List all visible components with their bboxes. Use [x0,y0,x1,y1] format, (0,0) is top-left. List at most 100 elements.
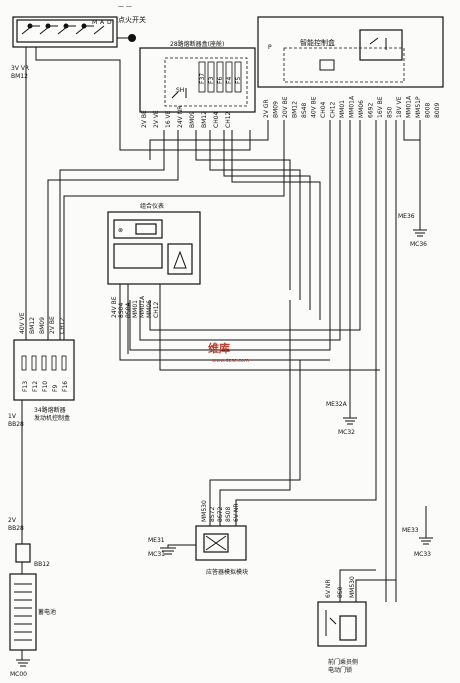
ground-mc33: ME33 MC33 [402,506,433,558]
fuse-28-code-5: BM12 [201,111,208,128]
fuse-28-pin-box-3 [225,61,233,93]
fuse-28-code-1: 2V VE [153,110,160,128]
ignition-wire-code: 3V VR [11,65,29,72]
smart-box-code-13: 8S0 [387,106,394,118]
fuse-34-code-0: 40V VE [19,312,26,334]
ground-mc32-wire: ME32A [326,401,348,408]
smart-box-code-4: 8S48 [301,103,308,118]
chip-icon [319,59,335,71]
ground-mc32: ME32A MC32 [326,360,357,436]
fuse-28-code-4: BM09 [189,111,196,128]
wiring [21,47,420,660]
airbag-code-0: MM530 [201,500,208,522]
fuse-34-code-2: BM09 [39,317,46,334]
door-lock-code-2: MM530 [349,576,356,598]
fuse-34-label-2: F10 [42,381,49,392]
fuse-box-28-sh: SH [176,87,184,94]
fuse-box-28-title: 28路熔断器盒(座舱) [170,40,224,48]
smart-box-code-16: MM51P [415,96,422,118]
smart-box-code-17: 8008 [425,103,432,118]
ignition-switch-title: 点火开关 [118,15,146,24]
cluster-code-0: 24V BE [111,296,118,318]
fuse-28-code-6: CH04 [213,111,220,128]
ground-mc33-label: MC33 [414,551,431,558]
fuse-box-34-title-2: 发动机控制盒 [34,414,70,422]
key-icon [128,34,136,42]
fuse-28-pin-label-0: F37 [199,73,206,84]
battery-relay: BB12 [34,561,50,568]
fuse-box-34-title-1: 34路熔断器 [34,406,66,414]
fuse-34-fuse-4 [61,355,67,371]
fuse-34-fuse-1 [31,355,37,371]
smart-box-code-11: 6692 [368,103,375,118]
smart-box-p: P [268,44,272,51]
smart-box-code-9: MM01A [349,95,356,118]
battery: 2V BB28 BB12 蓄电池 MC00 [8,517,56,678]
ground-mc36-wire: ME36 [398,213,415,220]
fuse-34-label-4: F16 [62,381,69,392]
door-lock-code-0: 6V NR [325,580,332,599]
airbag-code-3: 8S08 [225,507,232,522]
smart-box-code-3: BM12 [292,101,299,118]
fuse-34-code-3: 2V BE [49,316,56,334]
watermark: 维库 www.dzsc.com [208,341,249,364]
cluster-code-4: MM01A [139,295,146,318]
ground-mc33-wire: ME33 [402,527,419,534]
fuse-34-fuse-2 [41,355,47,371]
battery-connector: BB28 [8,525,24,532]
airbag-module-title: 应答器模拟模块 [206,568,248,576]
smart-box-code-7: CH12 [330,101,337,118]
battery-title: 蓄电池 [38,608,56,616]
ignition-connector: BM12 [11,73,28,80]
smart-box-code-10: MM06 [358,100,365,118]
airbag-ground: MC31 [148,551,165,558]
fuse-28-code-3: 24V NR [177,106,184,128]
fuse-box-34-bottom-code: BB28 [8,421,24,428]
fuse-28-pin-label-2: F6 [217,77,224,84]
ignition-pos-a: A [100,19,105,26]
door-lock-title-1: 前门乘员侧 [328,658,358,666]
smart-box-title: 智能控制盒 [300,38,335,47]
cluster-title: 组合仪表 [140,202,164,210]
fuse-box-34-bottom-wire: 1V [8,413,17,420]
smart-box-code-6: CH04 [320,101,327,118]
fuse-28-pin-label-1: F3 [208,77,215,84]
ground-mc36: ME36 MC36 [398,120,427,248]
fuse-28-code-0: 2V BE [141,110,148,128]
fuse-34-label-1: F12 [32,381,39,392]
battery-ground: MC00 [10,671,27,678]
fuse-28-pin-box-1 [207,61,215,93]
ignition-pos-m: M [92,19,97,26]
fuse-28-pin-box-2 [216,61,224,93]
fuse-28-code-2: 16 VE [165,110,172,128]
fuse-34-label-3: F9 [52,385,59,392]
fuse-34-fuse-0 [21,355,27,371]
airbag-code-1: 8S72 [209,507,216,522]
airbag-ground-wire: ME31 [148,537,165,544]
cluster-code-6: CH12 [153,301,160,318]
smart-box-code-0: 2V GR [263,99,270,118]
ignition-switch: M A D 点火开关 3V VR BM12 [11,15,146,80]
smart-box-code-15: MM01A [406,95,413,118]
smart-box-code-12: 16V BE [377,96,384,118]
ignition-pos-d: D [107,19,112,26]
smart-box-code-1: BM09 [273,101,280,118]
cluster-lamp-icon: ⊗ [118,227,123,234]
battery-wire: 2V [8,517,17,524]
smart-box-code-2: 20V BE [282,96,289,118]
ground-mc36-label: MC36 [410,241,427,248]
smart-box-code-8: MM01 [339,100,346,118]
door-lock-title-2: 电动门锁 [328,666,352,674]
